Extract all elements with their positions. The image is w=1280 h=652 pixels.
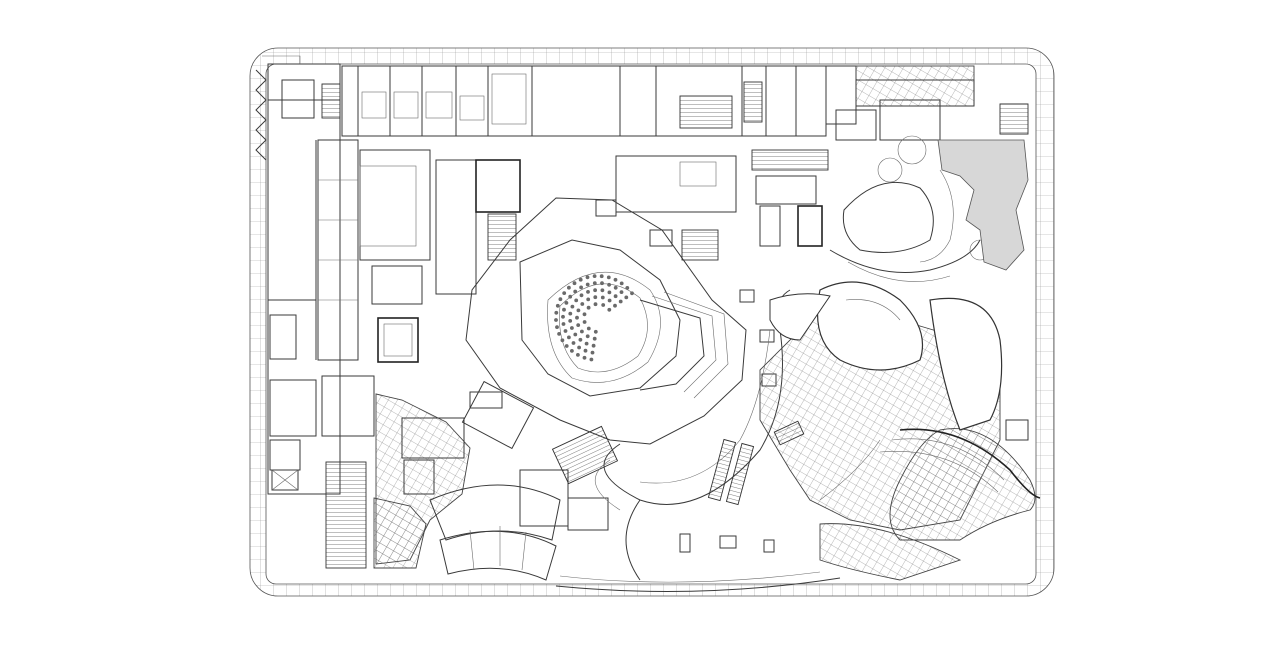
- seat: [584, 341, 589, 346]
- seat: [586, 305, 591, 310]
- seat: [618, 299, 623, 304]
- seat: [599, 274, 604, 279]
- seat: [554, 318, 558, 322]
- seat: [593, 288, 597, 293]
- seat: [579, 293, 584, 298]
- seat: [570, 326, 574, 330]
- seat: [607, 307, 612, 312]
- seat: [564, 301, 569, 305]
- seat: [593, 329, 598, 334]
- seat: [562, 307, 566, 312]
- seat: [561, 322, 566, 326]
- west-wing: [267, 63, 521, 569]
- seat: [585, 334, 590, 339]
- seat: [613, 277, 618, 282]
- seat: [574, 298, 579, 303]
- seat: [607, 282, 611, 287]
- seat: [557, 332, 561, 336]
- seat: [582, 355, 587, 360]
- seat: [573, 289, 578, 294]
- seat: [591, 343, 596, 348]
- seat: [577, 345, 581, 350]
- seat: [593, 302, 598, 307]
- seat: [601, 303, 606, 307]
- seat: [600, 281, 604, 286]
- east-garden: [679, 281, 1041, 581]
- seat: [567, 335, 571, 340]
- seat: [555, 325, 559, 329]
- north-office-wing: [341, 65, 975, 137]
- seat: [573, 332, 578, 337]
- seat: [624, 295, 629, 300]
- orchestra-seating: [554, 274, 634, 362]
- seat: [585, 275, 590, 280]
- seat: [589, 357, 594, 362]
- seat: [585, 282, 590, 287]
- seat: [613, 285, 618, 290]
- seat: [564, 344, 569, 348]
- seat: [558, 297, 563, 302]
- seat: [572, 281, 577, 286]
- seat: [579, 285, 583, 290]
- seat: [593, 295, 598, 300]
- seat: [576, 353, 580, 357]
- seat: [567, 285, 571, 290]
- seat: [619, 290, 624, 294]
- planted-garden: [919, 103, 1029, 441]
- seat: [560, 338, 565, 343]
- seat: [625, 286, 630, 290]
- seat: [570, 304, 575, 309]
- seat: [578, 337, 583, 342]
- seat: [580, 329, 584, 334]
- south-offices: [401, 380, 619, 581]
- seat: [586, 297, 591, 302]
- seat: [554, 310, 559, 315]
- seat: [592, 281, 597, 285]
- seat: [568, 294, 573, 299]
- seat: [606, 275, 611, 280]
- seat: [561, 314, 565, 319]
- seat: [619, 281, 624, 286]
- seat: [555, 303, 560, 308]
- seat: [576, 323, 581, 327]
- seat: [607, 298, 612, 303]
- seat: [600, 288, 605, 293]
- southwest-paving: [373, 393, 471, 569]
- seat: [582, 320, 587, 324]
- west-facade-detail: [255, 55, 301, 161]
- seat: [571, 341, 576, 345]
- seat: [590, 350, 595, 355]
- seat: [575, 315, 579, 320]
- seat: [578, 277, 583, 282]
- seat: [562, 291, 567, 295]
- seat: [630, 291, 634, 296]
- seat: [586, 326, 591, 331]
- seat: [568, 319, 573, 323]
- seat: [570, 349, 574, 353]
- seat: [568, 311, 573, 316]
- seat: [592, 336, 597, 341]
- seat: [613, 303, 617, 308]
- seat: [580, 302, 585, 306]
- seat: [600, 295, 605, 300]
- seat: [583, 348, 588, 353]
- seat: [586, 290, 590, 294]
- seat: [582, 312, 587, 317]
- seat: [592, 274, 597, 278]
- seat: [607, 290, 612, 295]
- seat: [613, 294, 618, 299]
- seat: [563, 329, 568, 333]
- seat: [576, 308, 581, 313]
